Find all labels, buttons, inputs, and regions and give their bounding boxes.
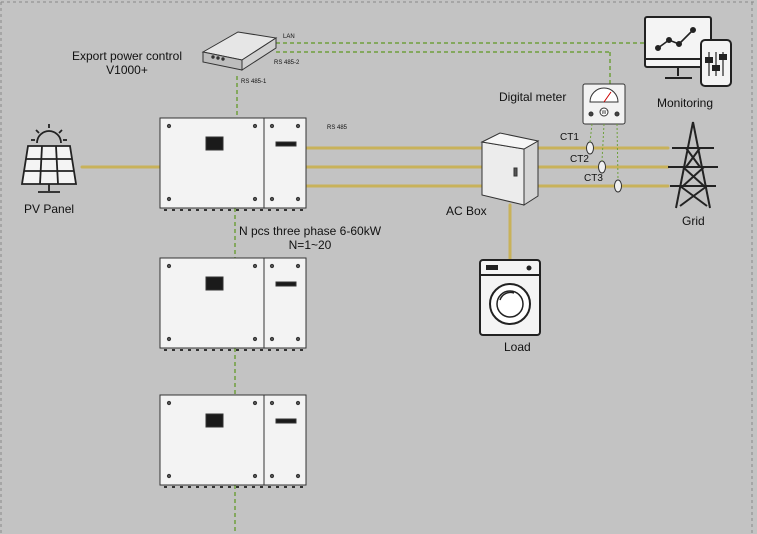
inverter-description: N pcs three phase 6-60kW N=1~20 xyxy=(222,224,398,253)
rs485-1-label: RS 485-1 xyxy=(241,79,267,85)
ct2-icon xyxy=(598,160,606,174)
load-label: Load xyxy=(504,340,531,354)
ct2-label: CT2 xyxy=(570,154,589,165)
svg-text:W: W xyxy=(602,110,607,116)
ct3-icon xyxy=(614,179,622,193)
solar-panel-icon xyxy=(20,124,78,193)
inverter-icon xyxy=(159,257,307,351)
export-control-label: Export power control V1000+ xyxy=(60,49,194,78)
ct1-icon xyxy=(586,141,594,155)
cabinet-icon xyxy=(480,132,540,206)
power-tower-icon xyxy=(668,121,718,209)
rs485-label: RS 485 xyxy=(327,125,348,131)
ct-wires xyxy=(589,123,619,181)
grid-label: Grid xyxy=(682,214,705,228)
export-control-title: Export power control xyxy=(71,49,183,63)
monitor-phone-icon xyxy=(644,16,732,87)
inverter-icon xyxy=(159,394,307,488)
monitoring-label: Monitoring xyxy=(657,96,714,110)
inverter-desc-text: N pcs three phase 6-60kW xyxy=(238,224,382,238)
ct1-label: CT1 xyxy=(560,132,579,143)
rs485-2-label: RS 485-2 xyxy=(274,60,300,66)
inverter-icon xyxy=(159,117,307,211)
washing-machine-icon xyxy=(479,259,541,336)
digital-meter-label: Digital meter xyxy=(499,90,567,104)
export-control-model: V1000+ xyxy=(106,62,148,77)
ct3-label: CT3 xyxy=(584,173,603,184)
ac-box-label: AC Box xyxy=(446,204,487,218)
router-box-icon xyxy=(201,31,278,71)
pv-panel-label: PV Panel xyxy=(24,202,75,216)
lan-label: LAN xyxy=(283,34,295,40)
meter-icon: W xyxy=(582,83,626,125)
comm-lines xyxy=(234,42,650,534)
inverter-count-text: N=1~20 xyxy=(288,237,332,252)
